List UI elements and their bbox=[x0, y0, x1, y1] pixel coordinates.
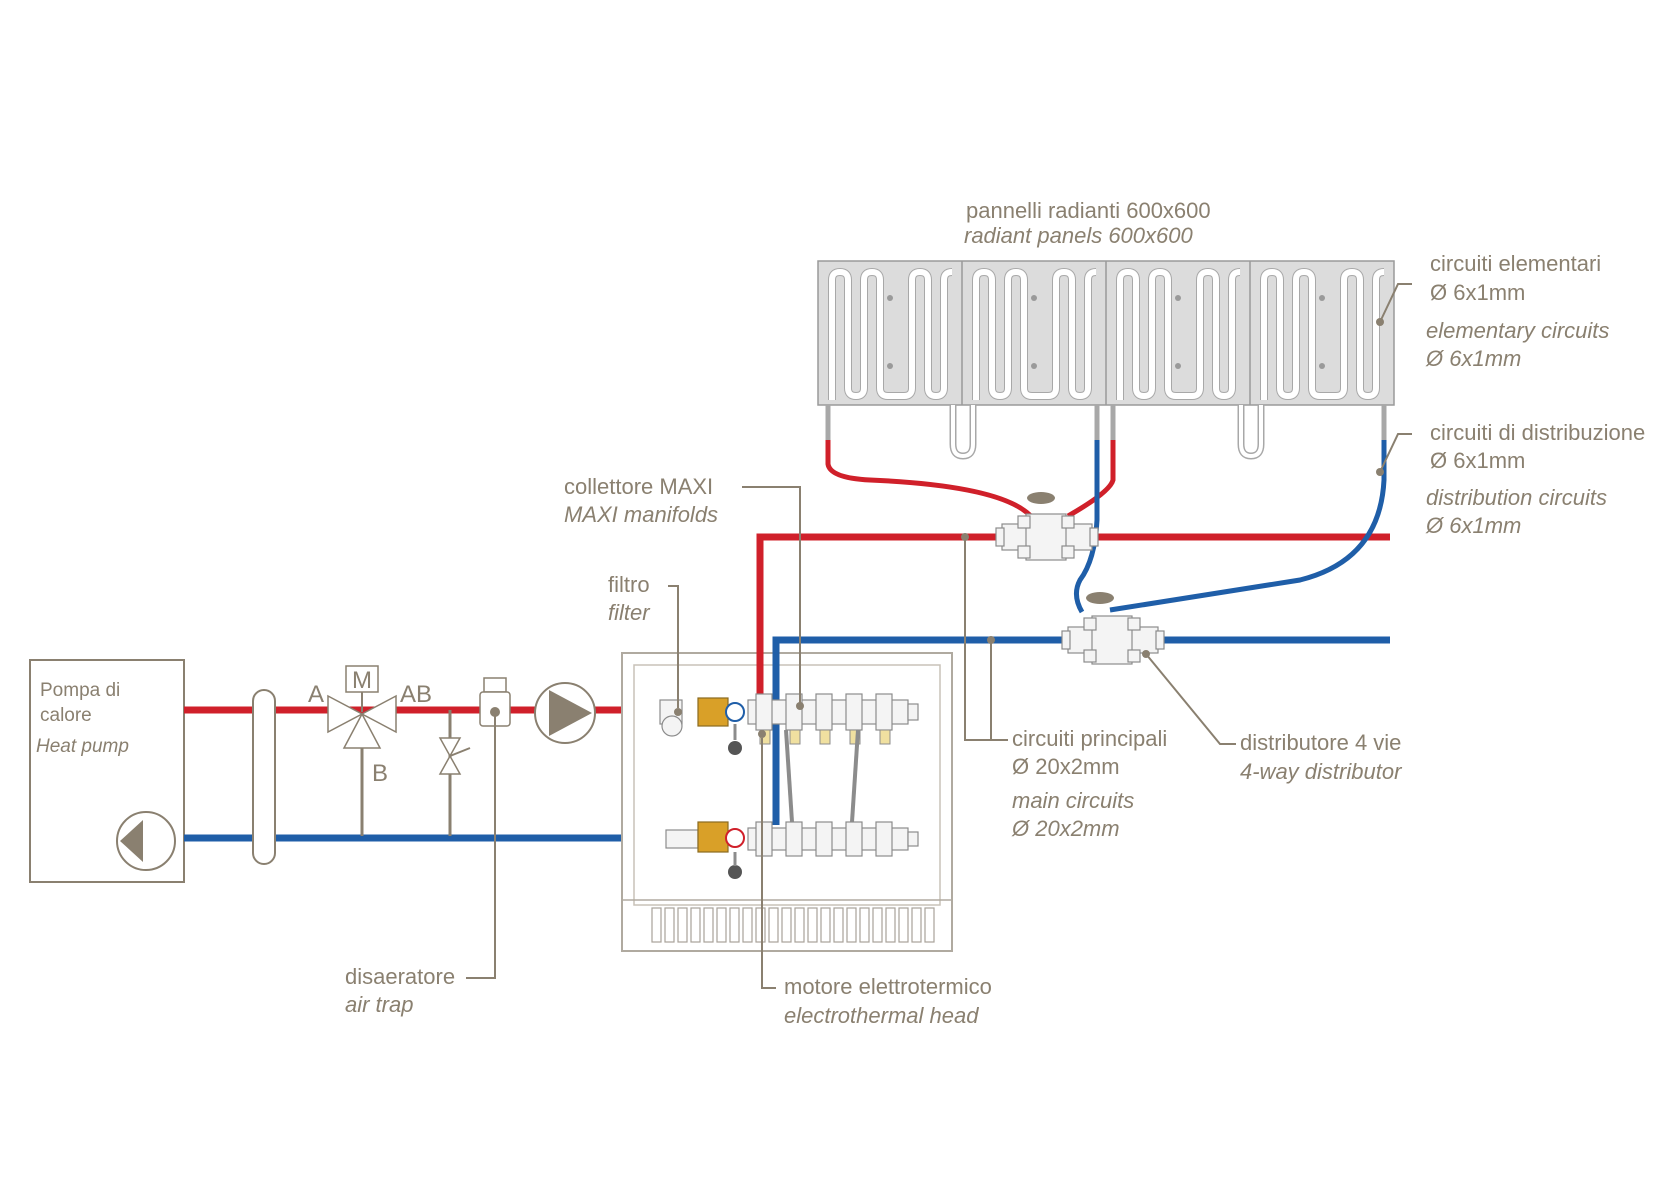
circulation-pump bbox=[534, 682, 596, 744]
heat-pump-label-it-2: calore bbox=[40, 705, 92, 726]
three-way-mixing-valve: M A AB B bbox=[308, 665, 432, 787]
leader-air-trap bbox=[466, 716, 496, 979]
leader-distributor bbox=[1145, 653, 1236, 745]
electrothermal-label-it: motore elettrotermico bbox=[784, 974, 992, 999]
valve-motor-label: M bbox=[352, 667, 372, 694]
main-circuits-label-it-1: circuiti principali bbox=[1012, 726, 1167, 751]
pump-arrow-icon bbox=[549, 690, 592, 736]
air-trap-label-en: air trap bbox=[345, 992, 413, 1017]
main-supply-circuit bbox=[756, 533, 1390, 706]
panel-jumper-1 bbox=[949, 405, 977, 460]
four-way-distributor-return bbox=[1061, 592, 1165, 665]
distributor-label-en: 4-way distributor bbox=[1240, 759, 1403, 784]
panels-label-it: pannelli radianti 600x600 bbox=[966, 198, 1211, 223]
filter-label-en: filter bbox=[608, 600, 651, 625]
distributor-label-it: distributore 4 vie bbox=[1240, 730, 1401, 755]
distribution-return-right bbox=[1109, 440, 1387, 613]
main-circuits-label-it-2: Ø 20x2mm bbox=[1012, 754, 1120, 779]
supply-manifold bbox=[659, 693, 919, 755]
manifold-bracket-left bbox=[784, 729, 794, 823]
heat-pump-label-it-1: Pompa di bbox=[40, 680, 120, 701]
distribution-label-it-2: Ø 6x1mm bbox=[1430, 448, 1525, 473]
return-drain-valve bbox=[728, 865, 742, 879]
supply-drain-valve bbox=[728, 741, 742, 755]
valve-port-a: A bbox=[308, 681, 324, 708]
electrothermal-label-en: electrothermal head bbox=[784, 1003, 979, 1028]
manifold-label-en: MAXI manifolds bbox=[564, 502, 718, 527]
elementary-label-it-1: circuiti elementari bbox=[1430, 251, 1601, 276]
leader-filter bbox=[668, 585, 679, 708]
panel-coil-1 bbox=[828, 267, 953, 401]
elementary-label-it-2: Ø 6x1mm bbox=[1430, 280, 1525, 305]
valve-port-b: B bbox=[372, 760, 388, 787]
panel-coil-3 bbox=[1116, 267, 1241, 401]
distribution-supply-right bbox=[1066, 440, 1116, 519]
main-circuits-label-en-2: Ø 20x2mm bbox=[1011, 816, 1120, 841]
air-trap-label-it: disaeratore bbox=[345, 964, 455, 989]
panel-coil-4 bbox=[1260, 267, 1385, 401]
distribution-supply-left bbox=[825, 440, 1037, 522]
return-thermometer bbox=[725, 828, 745, 848]
main-circuits-label-en-1: main circuits bbox=[1012, 788, 1134, 813]
manifold-bracket-right bbox=[850, 729, 860, 823]
return-manifold bbox=[665, 821, 919, 879]
distribution-label-en-2: Ø 6x1mm bbox=[1425, 513, 1521, 538]
valve-port-ab: AB bbox=[400, 681, 432, 708]
bypass-valve bbox=[438, 710, 471, 836]
supply-thermometer bbox=[725, 702, 745, 722]
filter-body bbox=[661, 715, 683, 737]
heat-pump-circulator-icon bbox=[120, 820, 143, 862]
heat-pump-label-en: Heat pump bbox=[36, 736, 129, 757]
main-return-circuit bbox=[772, 636, 1390, 825]
four-way-distributor-supply bbox=[995, 492, 1099, 561]
leader-elementary-circuits bbox=[1379, 283, 1412, 323]
leader-main-circuits-supply bbox=[964, 537, 1008, 741]
panel-jumper-2 bbox=[1237, 405, 1265, 460]
distribution-label-en-1: distribution circuits bbox=[1426, 485, 1607, 510]
manifold-label-it: collettore MAXI bbox=[564, 474, 713, 499]
leader-electrothermal-head bbox=[761, 738, 776, 989]
radiant-panels bbox=[817, 260, 1395, 406]
elementary-label-en-2: Ø 6x1mm bbox=[1425, 346, 1521, 371]
filter-label-it: filtro bbox=[608, 572, 650, 597]
heat-pump: Pompa di calore Heat pump bbox=[29, 659, 185, 883]
elementary-label-en-1: elementary circuits bbox=[1426, 318, 1609, 343]
leader-distribution-circuits bbox=[1379, 433, 1412, 473]
distribution-label-it-1: circuiti di distribuzione bbox=[1430, 420, 1645, 445]
leader-manifold bbox=[742, 486, 801, 706]
panels-label-en: radiant panels 600x600 bbox=[964, 223, 1193, 248]
panel-coil-2 bbox=[972, 267, 1097, 401]
hydraulic-separator bbox=[252, 689, 276, 865]
return-brass-valve bbox=[697, 821, 729, 853]
supply-brass-valve bbox=[697, 697, 729, 727]
cabinet-grille bbox=[651, 907, 935, 943]
